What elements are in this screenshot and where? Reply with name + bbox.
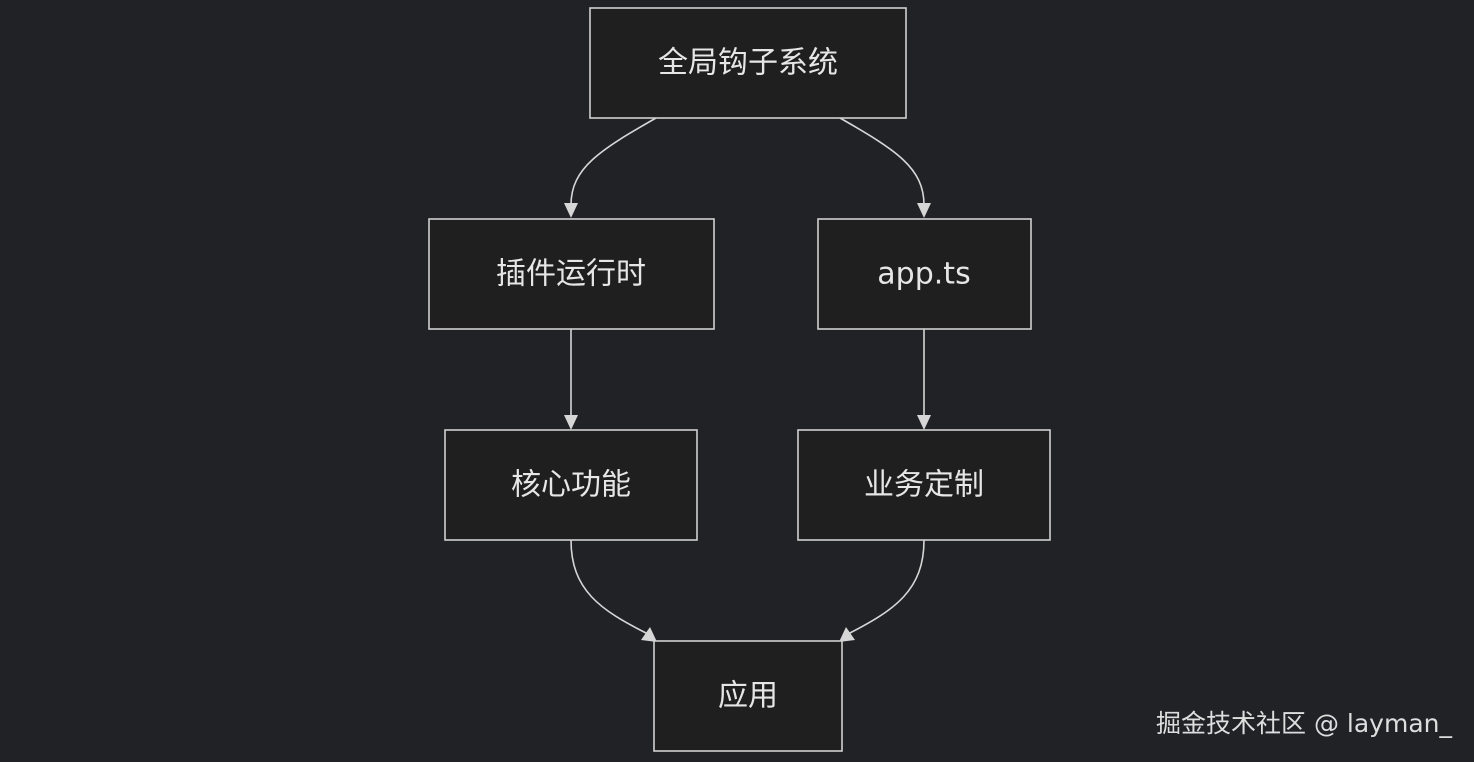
edge-core-features-to-application <box>570 539 649 635</box>
node-label: 应用 <box>718 679 778 714</box>
arrowhead <box>917 203 931 218</box>
arrowhead <box>564 415 578 430</box>
node-label: 业务定制 <box>864 468 984 503</box>
node-label: 全局钩子系统 <box>658 46 838 81</box>
watermark: 掘金技术社区 @ layman_ <box>1156 709 1452 738</box>
edge-business-custom-to-application <box>847 539 925 635</box>
nodes: 全局钩子系统 插件运行时 app.ts 核心功能 业务定制 应用 <box>428 7 1051 752</box>
node-business-custom: 业务定制 <box>797 429 1051 541</box>
arrowhead <box>839 627 855 642</box>
arrowhead <box>917 415 931 430</box>
node-core-features: 核心功能 <box>444 429 698 541</box>
node-app-ts: app.ts <box>817 218 1032 330</box>
edge-global-hooks-to-app-ts <box>839 117 925 206</box>
arrowhead <box>641 627 657 642</box>
edges <box>564 117 931 642</box>
node-global-hooks: 全局钩子系统 <box>589 7 907 119</box>
edge-global-hooks-to-plugin-runtime <box>570 117 657 206</box>
node-application: 应用 <box>653 640 843 752</box>
node-plugin-runtime: 插件运行时 <box>428 218 715 330</box>
node-label: 插件运行时 <box>496 257 646 292</box>
node-label: app.ts <box>877 257 970 292</box>
node-label: 核心功能 <box>511 468 631 503</box>
arrowhead <box>564 203 578 218</box>
